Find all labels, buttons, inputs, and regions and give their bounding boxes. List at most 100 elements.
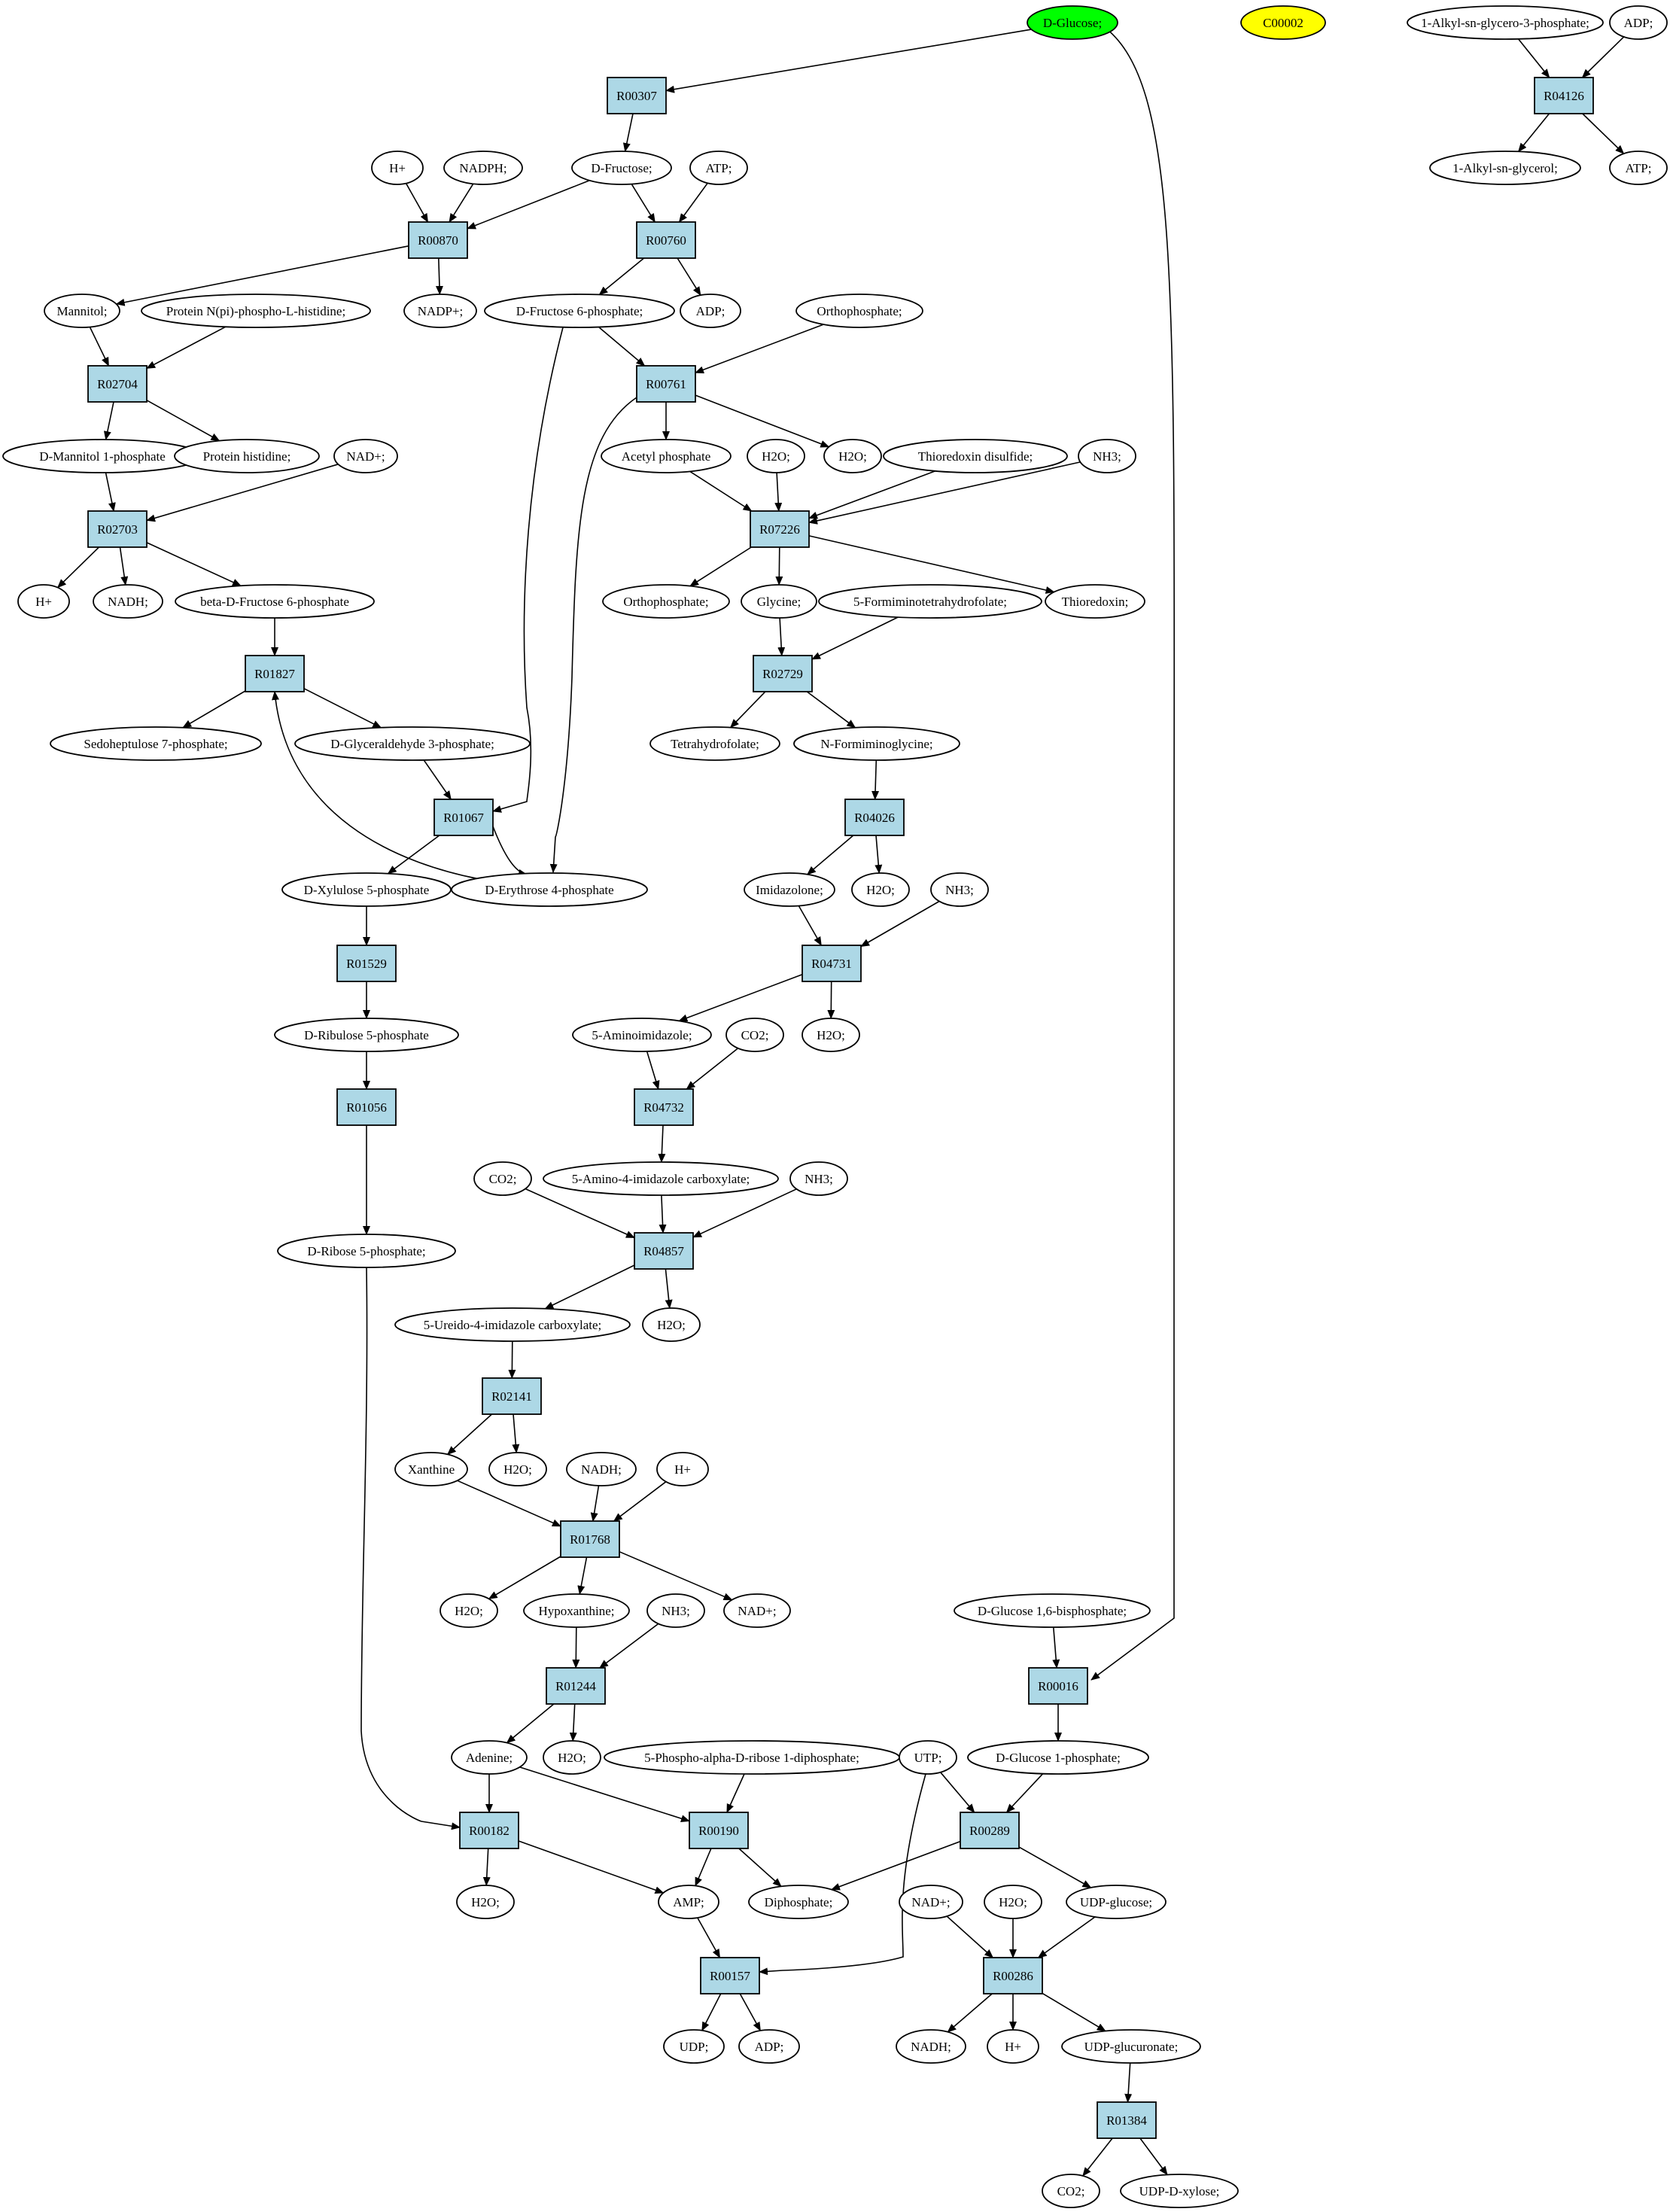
compound-node[interactable]: NADH; [566, 1452, 637, 1486]
compound-node[interactable]: 5-Ureido-4-imidazole carboxylate; [394, 1307, 631, 1342]
reaction-node[interactable]: R01244 [546, 1667, 606, 1705]
compound-node[interactable]: H2O; [851, 872, 910, 907]
compound-node[interactable]: Imidazolone; [744, 872, 835, 907]
compound-node[interactable]: UTP; [899, 1740, 957, 1775]
compound-node[interactable]: NH3; [1078, 439, 1136, 473]
compound-node[interactable]: Mannitol; [44, 294, 120, 328]
compound-node[interactable]: D-Ribose 5-phosphate; [277, 1234, 456, 1268]
compound-node[interactable]: UDP; [663, 2029, 725, 2064]
reaction-node[interactable]: R00190 [689, 1812, 749, 1849]
compound-node[interactable]: UDP-glucuronate; [1061, 2029, 1201, 2064]
compound-node[interactable]: D-Ribulose 5-phosphate [274, 1018, 459, 1052]
compound-node[interactable]: D-Glucose 1-phosphate; [967, 1740, 1149, 1775]
reaction-node[interactable]: R01768 [560, 1520, 620, 1558]
compound-node[interactable]: Protein N(pi)-phospho-L-histidine; [141, 294, 371, 328]
compound-node[interactable]: Xanthine [394, 1452, 468, 1486]
compound-node[interactable]: 1-Alkyl-sn-glycero-3-phosphate; [1407, 5, 1604, 40]
compound-node[interactable]: Hypoxanthine; [523, 1593, 630, 1628]
compound-node[interactable]: ADP; [1609, 5, 1668, 40]
compound-node[interactable]: Thioredoxin; [1045, 584, 1145, 619]
compound-node[interactable]: NAD+; [723, 1593, 791, 1628]
compound-node[interactable]: D-Fructose; [571, 151, 672, 185]
compound-node[interactable]: NADH; [896, 2029, 966, 2064]
compound-node[interactable]: ATP; [1609, 151, 1668, 185]
reaction-node[interactable]: R00157 [700, 1957, 760, 1994]
compound-node[interactable]: CO2; [1042, 2174, 1100, 2208]
compound-node[interactable]: ATP; [689, 151, 748, 185]
compound-node[interactable]: H2O; [802, 1018, 860, 1052]
compound-node[interactable]: Thioredoxin disulfide; [883, 439, 1068, 473]
compound-node[interactable]: D-Glucose; [1027, 5, 1118, 40]
compound-node[interactable]: H2O; [984, 1885, 1042, 1919]
compound-node[interactable]: NAD+; [333, 439, 398, 473]
compound-node[interactable]: Sedoheptulose 7-phosphate; [50, 726, 262, 761]
reaction-node[interactable]: R04026 [844, 799, 905, 836]
compound-node[interactable]: 5-Aminoimidazole; [572, 1018, 712, 1052]
compound-node[interactable]: AMP; [658, 1885, 719, 1919]
compound-node[interactable]: UDP-D-xylose; [1120, 2174, 1239, 2208]
reaction-node[interactable]: R02704 [87, 365, 148, 403]
compound-node[interactable]: UDP-glucose; [1066, 1885, 1167, 1919]
compound-node[interactable]: D-Erythrose 4-phosphate [451, 872, 648, 907]
reaction-node[interactable]: R00016 [1028, 1667, 1088, 1705]
compound-node[interactable]: NADPH; [443, 151, 523, 185]
compound-node[interactable]: Diphosphate; [748, 1885, 849, 1919]
reaction-node[interactable]: R01384 [1097, 2101, 1157, 2139]
compound-node[interactable]: Orthophosphate; [602, 584, 730, 619]
compound-node[interactable]: Orthophosphate; [795, 294, 923, 328]
compound-node[interactable]: NH3; [930, 872, 989, 907]
compound-node[interactable]: NADP+; [403, 294, 477, 328]
reaction-node[interactable]: R00307 [607, 77, 667, 114]
compound-node[interactable]: 1-Alkyl-sn-glycerol; [1429, 151, 1581, 185]
compound-node[interactable]: H2O; [456, 1885, 515, 1919]
compound-node[interactable]: H+ [987, 2029, 1039, 2064]
reaction-node[interactable]: R00182 [459, 1812, 519, 1849]
compound-node[interactable]: NH3; [789, 1161, 848, 1196]
reaction-node[interactable]: R00289 [960, 1812, 1020, 1849]
reaction-node[interactable]: R04857 [634, 1232, 694, 1270]
compound-node[interactable]: H2O; [823, 439, 882, 473]
reaction-node[interactable]: R00286 [983, 1957, 1043, 1994]
reaction-node[interactable]: R01056 [336, 1088, 397, 1126]
compound-node[interactable]: H2O; [440, 1593, 498, 1628]
compound-node[interactable]: Glycine; [741, 584, 817, 619]
compound-node[interactable]: ADP; [738, 2029, 800, 2064]
reaction-node[interactable]: R00760 [636, 221, 696, 259]
compound-node[interactable]: H2O; [747, 439, 805, 473]
compound-node[interactable]: H2O; [543, 1740, 601, 1775]
compound-node[interactable]: CO2; [725, 1018, 784, 1052]
compound-node[interactable]: ADP; [680, 294, 741, 328]
compound-node[interactable]: N-Formiminoglycine; [793, 726, 960, 761]
compound-node[interactable]: H+ [656, 1452, 709, 1486]
reaction-node[interactable]: R01067 [433, 799, 494, 836]
reaction-node[interactable]: R01827 [245, 655, 305, 692]
compound-node[interactable]: 5-Amino-4-imidazole carboxylate; [543, 1161, 779, 1196]
compound-node[interactable]: CO2; [473, 1161, 532, 1196]
reaction-node[interactable]: R00870 [408, 221, 468, 259]
reaction-node[interactable]: R00761 [636, 365, 696, 403]
reaction-node[interactable]: R02729 [753, 655, 813, 692]
compound-node[interactable]: Adenine; [451, 1740, 528, 1775]
compound-node[interactable]: NAD+; [899, 1885, 963, 1919]
compound-node[interactable]: NADH; [93, 584, 163, 619]
compound-node[interactable]: D-Glyceraldehyde 3-phosphate; [294, 726, 531, 761]
reaction-node[interactable]: R02703 [87, 510, 148, 548]
reaction-node[interactable]: R04732 [634, 1088, 694, 1126]
reaction-node[interactable]: R07226 [750, 510, 810, 548]
compound-node[interactable]: H2O; [642, 1307, 701, 1342]
reaction-node[interactable]: R04126 [1534, 77, 1594, 114]
compound-node[interactable]: NH3; [646, 1593, 705, 1628]
compound-node[interactable]: H2O; [488, 1452, 547, 1486]
compound-node[interactable]: Acetyl phosphate [601, 439, 732, 473]
compound-node[interactable]: H+ [17, 584, 70, 619]
compound-node[interactable]: D-Fructose 6-phosphate; [484, 294, 675, 328]
reaction-node[interactable]: R04731 [802, 945, 862, 982]
compound-node[interactable]: D-Glucose 1,6-bisphosphate; [954, 1593, 1151, 1628]
compound-node[interactable]: D-Xylulose 5-phosphate [281, 872, 452, 907]
compound-node[interactable]: Protein histidine; [174, 439, 320, 473]
reaction-node[interactable]: R02141 [482, 1377, 542, 1415]
compound-node[interactable]: D-Mannitol 1-phosphate [2, 439, 202, 473]
compound-node[interactable]: 5-Phospho-alpha-D-ribose 1-diphosphate; [604, 1740, 900, 1775]
reaction-node[interactable]: R01529 [336, 945, 397, 982]
compound-node[interactable]: 5-Formiminotetrahydrofolate; [818, 584, 1042, 619]
